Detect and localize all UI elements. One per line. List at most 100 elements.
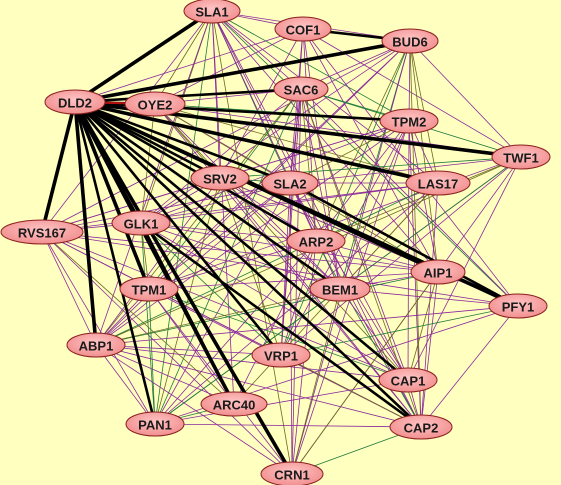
- interaction-edge: [420, 305, 519, 428]
- node-rvs167[interactable]: RVS167: [0, 219, 84, 245]
- node-shape: [183, 0, 241, 24]
- interaction-edge: [315, 40, 411, 242]
- interaction-edge: [219, 28, 304, 179]
- interaction-edge: [154, 182, 291, 425]
- node-sla2[interactable]: SLA2: [261, 170, 319, 196]
- node-label: RVS167: [18, 226, 66, 241]
- node-arc40[interactable]: ARC40: [200, 391, 268, 417]
- node-shape: [260, 461, 324, 485]
- node-label: TPM1: [132, 283, 167, 298]
- node-crn1[interactable]: CRN1: [260, 461, 324, 485]
- interaction-edge: [289, 28, 304, 184]
- interaction-edge: [95, 344, 282, 356]
- interaction-edge: [339, 288, 409, 381]
- node-label: BUD6: [392, 35, 427, 50]
- interaction-edge: [289, 120, 410, 184]
- interaction-edge: [148, 271, 439, 290]
- node-bud6[interactable]: BUD6: [381, 28, 439, 54]
- node-label: PFY1: [502, 300, 535, 315]
- interaction-edge: [95, 10, 213, 346]
- interaction-edge: [407, 120, 410, 381]
- interaction-edge: [154, 28, 304, 105]
- network-edges: [40, 9, 522, 475]
- node-shape: [0, 219, 84, 245]
- node-label: BEM1: [322, 283, 358, 298]
- interaction-edge: [95, 344, 235, 405]
- interaction-edge: [154, 88, 302, 425]
- node-pfy1[interactable]: PFY1: [488, 293, 548, 319]
- interaction-edge: [41, 231, 235, 405]
- node-shape: [309, 276, 371, 302]
- strong-interaction-edge: [73, 101, 143, 224]
- interaction-edge: [41, 182, 439, 233]
- interaction-edge: [300, 88, 519, 307]
- node-sac6[interactable]: SAC6: [273, 76, 329, 102]
- node-tpm1[interactable]: TPM1: [119, 276, 179, 302]
- node-cof1[interactable]: COF1: [274, 16, 332, 42]
- node-srv2[interactable]: SRV2: [190, 165, 250, 191]
- node-label: CRN1: [274, 468, 309, 483]
- node-dld2[interactable]: DLD2: [44, 89, 106, 115]
- interaction-edge: [291, 288, 341, 475]
- strong-interaction-edge: [74, 100, 291, 185]
- interaction-edge: [95, 344, 156, 425]
- interaction-edge: [154, 288, 341, 425]
- interaction-edge: [41, 182, 291, 233]
- interaction-edge: [140, 222, 282, 356]
- interaction-edge: [95, 305, 519, 346]
- node-label: LAS17: [418, 177, 458, 192]
- node-oye2[interactable]: OYE2: [124, 91, 186, 117]
- interaction-edge: [154, 10, 213, 105]
- interaction-edge: [148, 288, 156, 425]
- interaction-edge: [300, 88, 409, 381]
- node-shape: [200, 391, 268, 417]
- strong-interaction-edge: [289, 181, 519, 308]
- node-arp2[interactable]: ARP2: [286, 228, 346, 254]
- node-cap1[interactable]: CAP1: [378, 367, 438, 393]
- node-shape: [190, 165, 250, 191]
- node-shape: [410, 259, 466, 285]
- interaction-edge: [233, 240, 317, 405]
- node-tpm2[interactable]: TPM2: [379, 108, 439, 134]
- interaction-edge: [154, 177, 221, 425]
- node-label: CAP1: [391, 374, 426, 389]
- interaction-edge: [289, 88, 302, 184]
- node-las17[interactable]: LAS17: [405, 170, 471, 196]
- interaction-edge: [280, 240, 317, 356]
- node-label: VRP1: [264, 349, 298, 364]
- interaction-edge: [41, 231, 97, 346]
- node-shape: [405, 170, 471, 196]
- node-shape: [251, 342, 311, 368]
- node-shape: [379, 108, 439, 134]
- node-abp1[interactable]: ABP1: [66, 332, 126, 358]
- interaction-edge: [95, 344, 293, 475]
- node-twf1[interactable]: TWF1: [491, 144, 551, 170]
- strong-interaction-edge: [74, 87, 302, 104]
- node-sla1[interactable]: SLA1: [183, 0, 241, 24]
- interaction-edge: [41, 231, 156, 425]
- strong-interaction-edge: [74, 101, 409, 381]
- node-label: GLK1: [124, 217, 159, 232]
- strong-interaction-edge: [74, 101, 422, 428]
- node-label: DLD2: [58, 96, 92, 111]
- node-shape: [488, 293, 548, 319]
- node-glk1[interactable]: GLK1: [111, 210, 171, 236]
- node-aip1[interactable]: AIP1: [410, 259, 466, 285]
- node-shape: [125, 411, 185, 437]
- node-label: TWF1: [503, 151, 538, 166]
- interaction-edge: [280, 305, 519, 356]
- node-label: ARP2: [299, 235, 334, 250]
- interaction-edge: [95, 271, 439, 346]
- interaction-edge: [408, 40, 411, 122]
- node-pan1[interactable]: PAN1: [125, 411, 185, 437]
- node-label: AIP1: [424, 266, 453, 281]
- interaction-edge: [280, 40, 411, 356]
- node-vrp1[interactable]: VRP1: [251, 342, 311, 368]
- node-cap2[interactable]: CAP2: [389, 414, 453, 440]
- strong-interaction-edge: [140, 221, 422, 429]
- node-bem1[interactable]: BEM1: [309, 276, 371, 302]
- interaction-edge: [409, 40, 522, 158]
- node-shape: [111, 210, 171, 236]
- node-label: CAP2: [404, 421, 439, 436]
- interaction-edge: [95, 344, 422, 428]
